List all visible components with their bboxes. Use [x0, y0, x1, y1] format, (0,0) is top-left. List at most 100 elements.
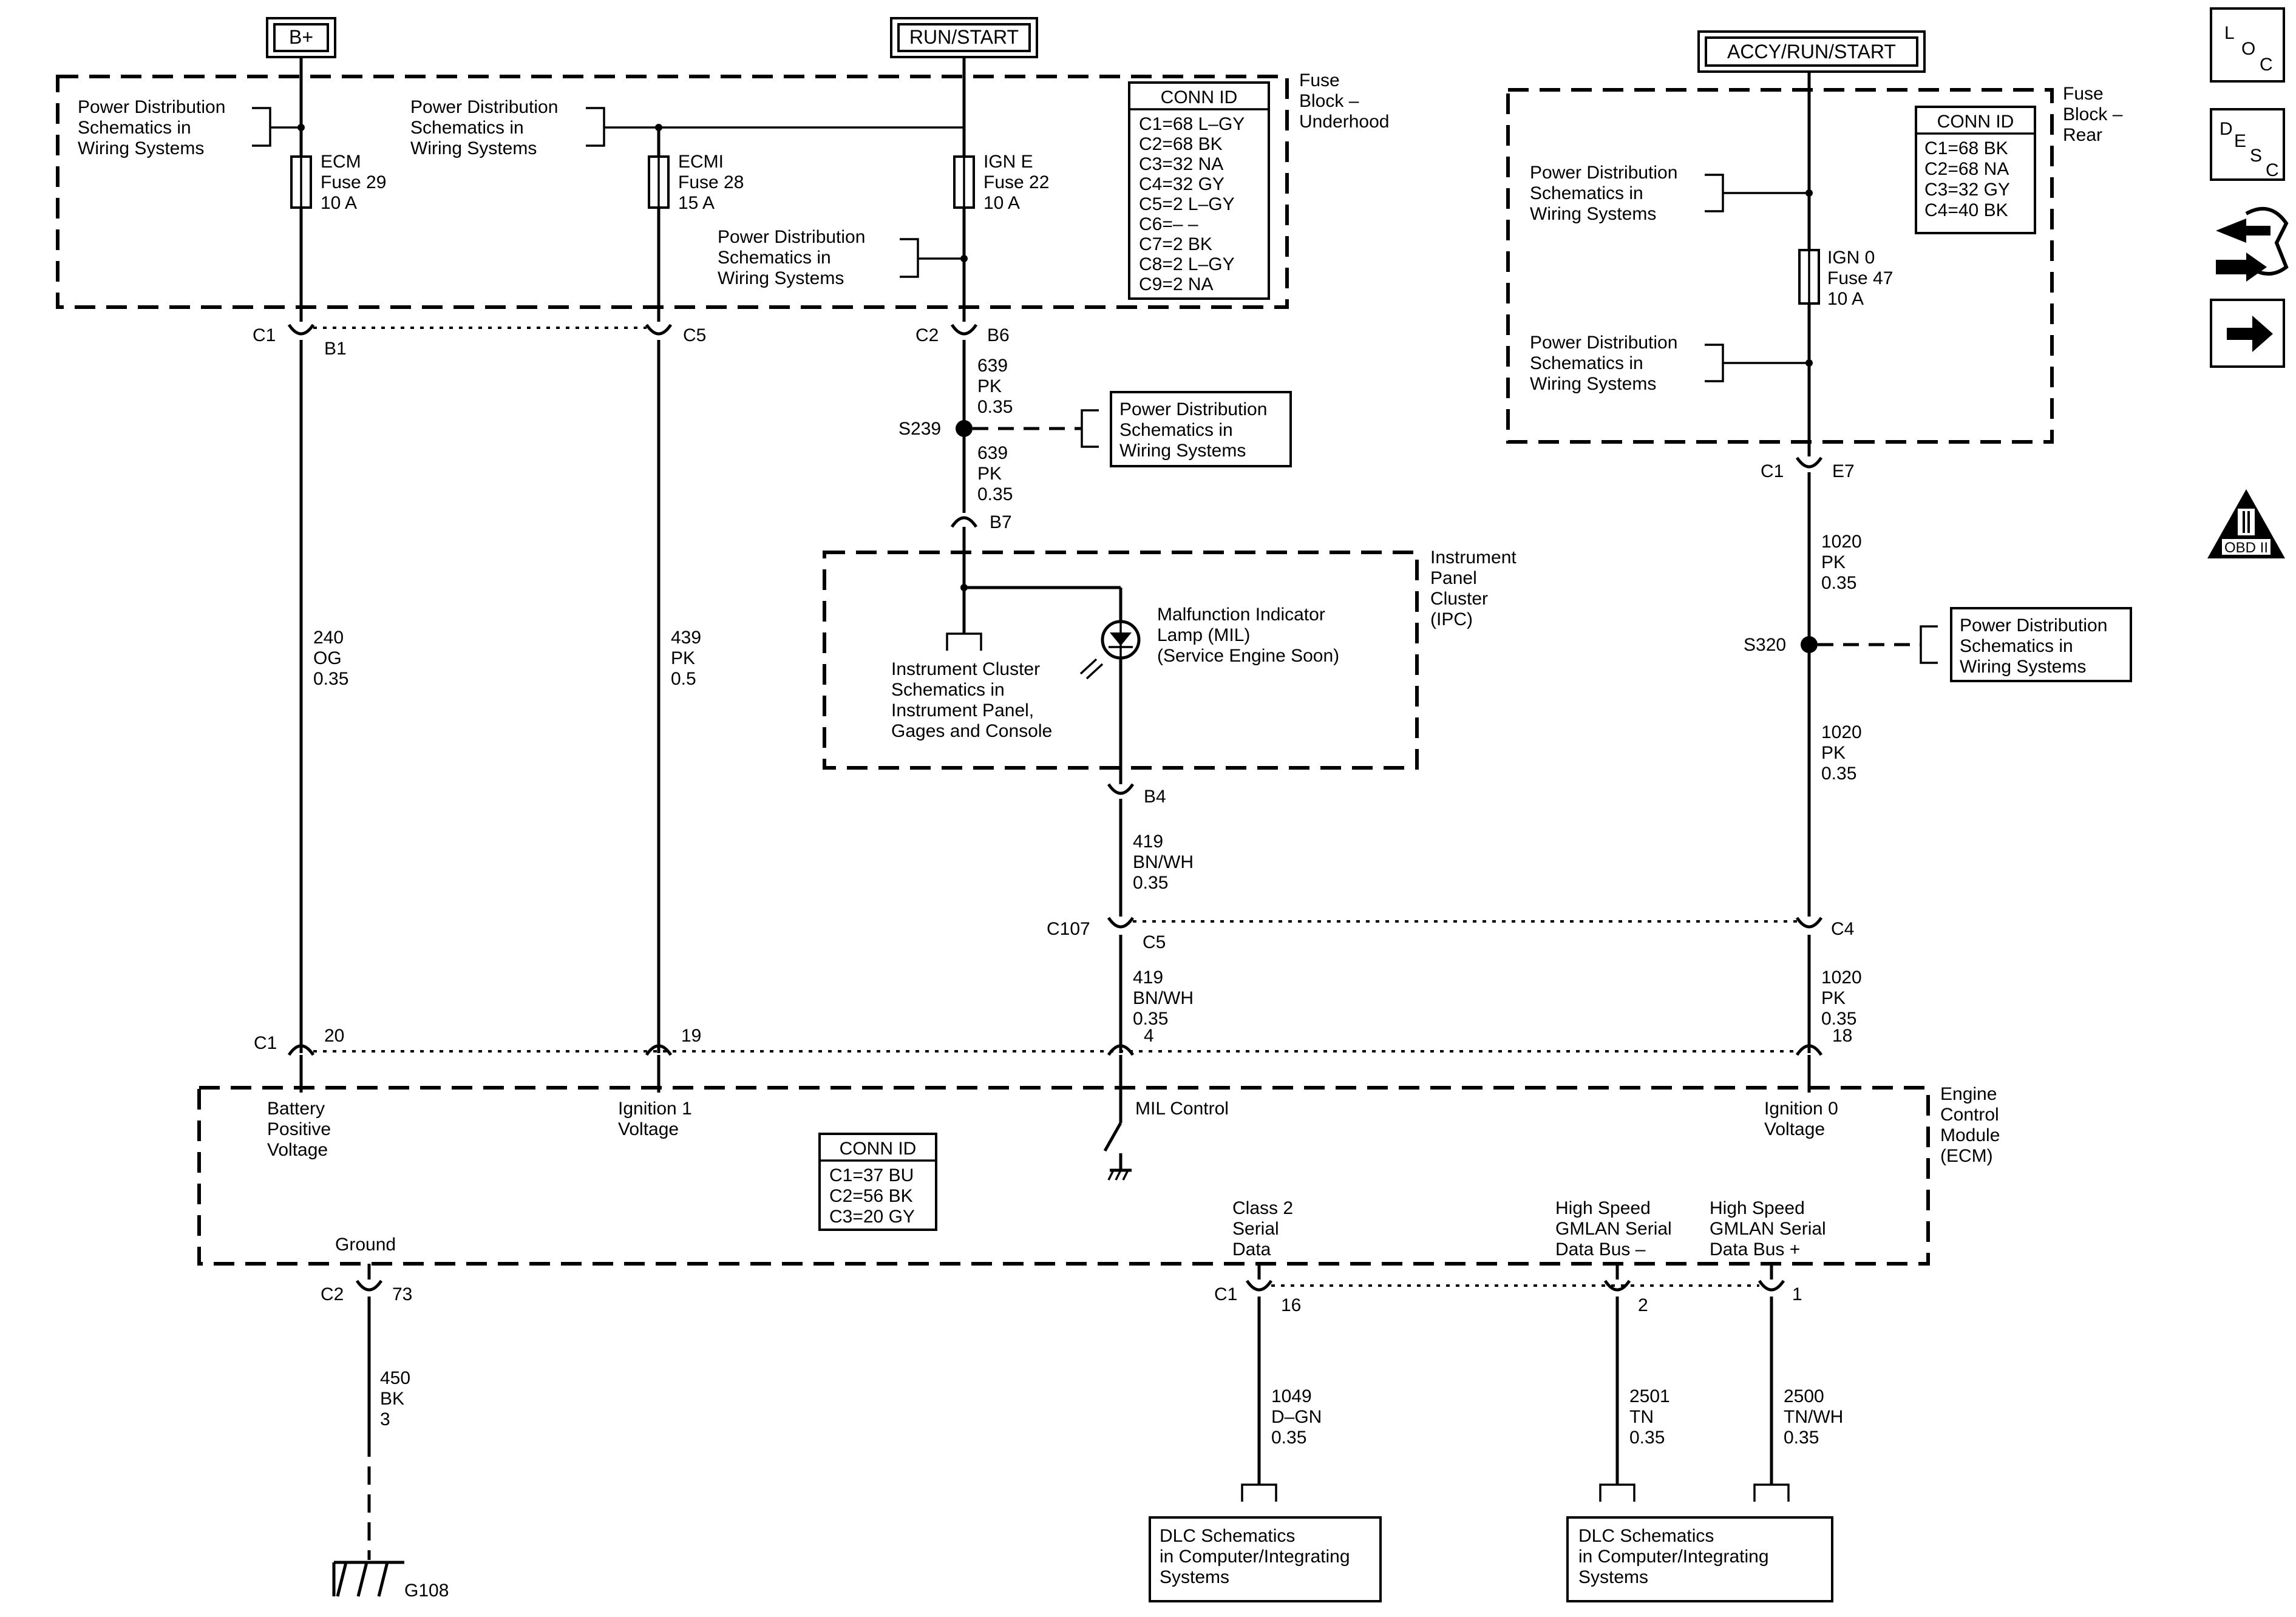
svg-text:C9=2 NA: C9=2 NA	[1139, 274, 1214, 294]
svg-text:Data: Data	[1232, 1239, 1271, 1259]
svg-text:1: 1	[1792, 1284, 1802, 1304]
svg-text:639: 639	[977, 356, 1008, 376]
svg-text:OG: OG	[313, 648, 342, 668]
svg-text:Power Distribution: Power Distribution	[1530, 333, 1677, 353]
svg-text:Control: Control	[1940, 1105, 1999, 1125]
svg-text:Power Distribution: Power Distribution	[1960, 615, 2107, 636]
svg-text:Schematics in: Schematics in	[1530, 353, 1643, 373]
conn-b7: B7	[950, 512, 1012, 532]
svg-text:E7: E7	[1832, 461, 1855, 481]
ipc-label: Instrument Panel Cluster (IPC)	[1430, 547, 1517, 629]
desc-button[interactable]: D E S C	[2210, 108, 2285, 181]
svg-text:Voltage: Voltage	[267, 1140, 328, 1160]
svg-text:Schematics in: Schematics in	[78, 118, 191, 138]
svg-text:Panel: Panel	[1430, 568, 1477, 588]
wire-450: 450 BK 3	[380, 1368, 410, 1429]
wire-1020-b: 1020 PK 0.35	[1821, 722, 1862, 784]
svg-text:Fuse 29: Fuse 29	[321, 172, 386, 192]
wire-1049: 1049 D–GN 0.35	[1271, 1386, 1322, 1448]
wire-419-lower: 419 BN/WH 0.35	[1133, 968, 1194, 1029]
svg-text:S320: S320	[1744, 635, 1786, 655]
pd-ref-1: Power Distribution Schematics in Wiring …	[78, 97, 305, 158]
fuse-block-underhood-outline	[56, 75, 1289, 309]
wire-1020-a: 1020 PK 0.35	[1821, 532, 1862, 593]
svg-text:C6=– –: C6=– –	[1139, 214, 1198, 234]
svg-text:0.35: 0.35	[1821, 764, 1856, 784]
svg-text:Class 2: Class 2	[1232, 1198, 1293, 1218]
fuse-block-underhood-label: Fuse Block – Underhood	[1299, 70, 1389, 132]
dlc-ref-2: DLC Schematics in Computer/Integrating S…	[1566, 1483, 1833, 1602]
wire-639-lower: 639 PK 0.35	[977, 443, 1013, 504]
conn-ecm-c1-row: C1 20 19 4 18	[254, 1026, 1852, 1056]
conn-id-ecm: CONN ID C1=37 BU C2=56 BK C3=20 GY	[818, 1133, 937, 1231]
svg-text:Module: Module	[1940, 1125, 2000, 1145]
svg-text:OBD II: OBD II	[2224, 540, 2268, 556]
svg-text:Wiring Systems: Wiring Systems	[1530, 204, 1656, 224]
svg-text:Ignition 1: Ignition 1	[618, 1099, 692, 1119]
svg-text:Wiring Systems: Wiring Systems	[78, 138, 204, 158]
svg-text:Schematics in: Schematics in	[1530, 183, 1643, 203]
svg-text:TN/WH: TN/WH	[1784, 1407, 1843, 1427]
ground-icon-g108: G108	[332, 1561, 449, 1601]
run-start-label: RUN/START	[909, 26, 1019, 48]
svg-text:C1: C1	[254, 1033, 277, 1053]
svg-text:Systems: Systems	[1578, 1567, 1648, 1587]
fuse-block-rear-label: Fuse Block – Rear	[2063, 84, 2123, 145]
connector-tool-icon[interactable]	[2216, 207, 2289, 282]
wire-419-upper: 419 BN/WH 0.35	[1133, 832, 1194, 893]
run-start-source: RUN/START	[890, 17, 1038, 58]
svg-text:B6: B6	[987, 325, 1010, 345]
svg-text:CONN ID: CONN ID	[840, 1139, 917, 1159]
bplus-source: B+	[266, 17, 336, 58]
svg-text:C2: C2	[915, 325, 939, 345]
svg-text:1020: 1020	[1821, 532, 1862, 552]
conn-b4: B4	[1107, 783, 1166, 807]
loc-button[interactable]: L O C	[2210, 7, 2285, 83]
svg-text:PK: PK	[977, 464, 1002, 484]
svg-text:Lamp (MIL): Lamp (MIL)	[1157, 625, 1250, 645]
svg-text:1049: 1049	[1271, 1386, 1312, 1406]
svg-text:419: 419	[1133, 968, 1163, 988]
svg-text:20: 20	[324, 1026, 344, 1046]
svg-text:S: S	[2250, 146, 2262, 166]
svg-text:240: 240	[313, 628, 344, 648]
svg-text:Wiring Systems: Wiring Systems	[1119, 441, 1246, 461]
mil-lamp-icon	[1079, 620, 1141, 680]
svg-text:Wiring Systems: Wiring Systems	[1530, 374, 1656, 394]
ecm-ground-label: Ground	[335, 1235, 396, 1255]
pd-ref-rear-1: Power Distribution Schematics in Wiring …	[1530, 163, 1813, 224]
wire-439: 439 PK 0.5	[671, 628, 701, 689]
svg-text:in Computer/Integrating: in Computer/Integrating	[1160, 1547, 1350, 1567]
ecm-gmlan-minus-label: High Speed GMLAN Serial Data Bus –	[1555, 1198, 1672, 1259]
svg-text:Instrument: Instrument	[1430, 547, 1517, 568]
svg-text:10 A: 10 A	[1827, 289, 1864, 309]
ecm-battery-label: Battery Positive Voltage	[267, 1099, 331, 1160]
pd-ref-3: Power Distribution Schematics in Wiring …	[718, 227, 968, 288]
wire-1020-c: 1020 PK 0.35	[1821, 968, 1862, 1029]
pd-ref-rear-2: Power Distribution Schematics in Wiring …	[1530, 333, 1813, 394]
svg-text:Battery: Battery	[267, 1099, 325, 1119]
svg-text:0.35: 0.35	[1821, 1009, 1856, 1029]
svg-text:C8=2 L–GY: C8=2 L–GY	[1139, 254, 1235, 274]
next-arrow-button[interactable]	[2210, 299, 2285, 368]
svg-text:Positive: Positive	[267, 1119, 331, 1139]
svg-text:Ignition 0: Ignition 0	[1764, 1099, 1838, 1119]
svg-text:Power Distribution: Power Distribution	[1119, 399, 1267, 419]
svg-text:G108: G108	[404, 1581, 449, 1601]
ipc-outline	[823, 551, 1419, 770]
svg-text:BN/WH: BN/WH	[1133, 852, 1194, 872]
svg-text:DLC Schematics: DLC Schematics	[1160, 1526, 1295, 1546]
ecm-gmlan-plus-label: High Speed GMLAN Serial Data Bus +	[1710, 1198, 1826, 1259]
conn-c2-73: C2 73	[321, 1280, 412, 1304]
fuse-ign-e: IGN E Fuse 22 10 A	[953, 152, 1049, 213]
svg-text:DLC Schematics: DLC Schematics	[1578, 1526, 1714, 1546]
svg-text:High Speed: High Speed	[1555, 1198, 1651, 1218]
svg-text:C7=2 BK: C7=2 BK	[1139, 234, 1212, 254]
svg-text:C4=40 BK: C4=40 BK	[1924, 200, 2008, 220]
svg-text:0.35: 0.35	[1629, 1428, 1665, 1448]
conn-id-underhood: CONN ID C1=68 L–GY C2=68 BK C3=32 NA C4=…	[1128, 81, 1270, 300]
svg-text:C2=68 NA: C2=68 NA	[1924, 159, 2009, 179]
svg-text:2500: 2500	[1784, 1386, 1824, 1406]
svg-text:439: 439	[671, 628, 701, 648]
